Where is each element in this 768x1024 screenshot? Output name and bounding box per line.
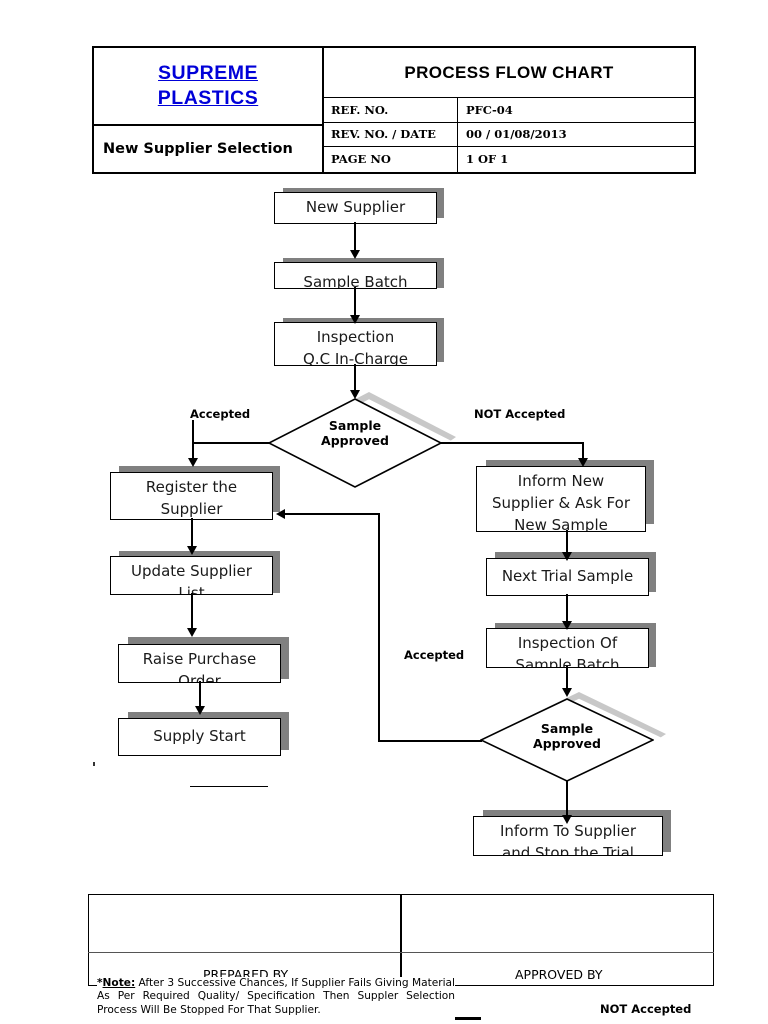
arrowhead-down: [562, 688, 572, 697]
node-label: Sample Batch: [303, 273, 408, 289]
arrowhead-down: [195, 706, 205, 715]
decision2-label: Sample Approved: [533, 721, 601, 751]
footnote-label: Note:: [102, 977, 136, 989]
node-label: Inform New Supplier & Ask For New Sample: [491, 472, 630, 532]
arrowhead-left: [276, 509, 285, 519]
connector-loop-horizontal: [282, 513, 379, 515]
header-right-column: PROCESS FLOW CHART REF. NO. PFC-04 REV. …: [324, 48, 694, 172]
signoff-horizontal-rule: [88, 952, 714, 954]
stray-rule-bottom: [455, 1017, 481, 1020]
header-value-rev-no: 00 / 01/08/2013: [458, 123, 694, 147]
document-name-text: New Supplier Selection: [103, 141, 293, 157]
header-key-page-no: PAGE NO: [324, 147, 458, 172]
connector-decision2-down: [566, 780, 568, 820]
company-name-line1: SUPREME: [158, 62, 258, 84]
header-value-page-no: 1 OF 1: [458, 147, 694, 172]
header-row-rev-no: REV. NO. / DATE 00 / 01/08/2013: [324, 122, 694, 147]
node-box-next-trial-sample: Next Trial Sample: [486, 558, 649, 596]
page-title: PROCESS FLOW CHART: [404, 62, 614, 82]
arrowhead-down: [578, 458, 588, 467]
arrowhead-down: [562, 552, 572, 561]
arrowhead-down: [350, 390, 360, 399]
connector-new-supplier-to-sample-batch: [354, 222, 356, 252]
node-label: Register the Supplier: [145, 478, 238, 518]
node-label: Update Supplier List: [131, 562, 252, 595]
node-box-supply-start: Supply Start: [118, 718, 281, 756]
footnote-body: After 3 Successive Chances, If Supplier …: [97, 977, 455, 1016]
node-label: Inspection Q.C In-Charge: [303, 328, 408, 366]
header-value-ref-no: PFC-04: [458, 98, 694, 122]
node-label: Supply Start: [153, 727, 246, 745]
connector-decision1-left-down: [192, 420, 194, 464]
edge-label-accepted-left: Accepted: [190, 407, 251, 421]
node-label: Inform To Supplier and Stop the Trial: [499, 822, 637, 856]
stray-mark: [93, 762, 95, 766]
connector-update-to-purchase: [191, 593, 193, 631]
node-label: New Supplier: [305, 198, 406, 216]
stray-rule: [190, 786, 268, 788]
connector-register-to-update: [191, 518, 193, 548]
node-box-new-supplier: New Supplier: [274, 192, 437, 224]
edge-label-accepted-loop: Accepted: [404, 648, 465, 662]
connector-inform-to-next-trial: [566, 530, 568, 556]
arrowhead-down: [562, 621, 572, 630]
company-name-line2: PLASTICS: [157, 87, 259, 109]
arrowhead-down: [187, 546, 197, 555]
connector-inspection-to-decision2: [566, 666, 568, 692]
page-no-label: PAGE NO: [331, 152, 391, 167]
edge-label-not-accepted-bottom: NOT Accepted: [600, 1002, 692, 1016]
footnote-block: *Note: After 3 Successive Chances, If Su…: [97, 977, 455, 1018]
edge-label-not-accepted-right: NOT Accepted: [474, 407, 566, 421]
node-box-inspection-sample-batch: Inspection Of Sample Batch: [486, 628, 649, 668]
connector-decision2-left: [378, 740, 482, 742]
header-row-ref-no: REF. NO. PFC-04: [324, 98, 694, 123]
connector-next-trial-to-inspection: [566, 594, 568, 624]
arrowhead-down: [350, 250, 360, 259]
connector-decision1-right: [440, 442, 583, 444]
document-header-table: SUPREME PLASTICS New Supplier Selection …: [92, 46, 696, 174]
ref-no-value: PFC-04: [466, 102, 513, 117]
ref-no-label: REF. NO.: [331, 102, 389, 117]
diamond-shape: [267, 398, 443, 488]
connector-loop-vertical: [378, 513, 380, 741]
footnote-text: *Note: After 3 Successive Chances, If Su…: [97, 977, 455, 1017]
node-label: Inspection Of Sample Batch: [515, 634, 620, 668]
arrowhead-down: [187, 628, 197, 637]
node-box-update-supplier-list: Update Supplier List: [110, 556, 273, 595]
arrowhead-down: [188, 458, 198, 467]
node-box-raise-purchase-order: Raise Purchase Order: [118, 644, 281, 683]
connector-purchase-to-supply: [199, 681, 201, 709]
connector-decision1-right-down: [582, 442, 584, 464]
node-box-inspection-qc: Inspection Q.C In-Charge: [274, 322, 437, 366]
node-label: Next Trial Sample: [501, 567, 634, 585]
node-box-sample-batch: Sample Batch: [274, 262, 437, 289]
arrowhead-down: [562, 815, 572, 824]
header-row-page-no: PAGE NO 1 OF 1: [324, 147, 694, 172]
rev-no-label: REV. NO. / DATE: [331, 127, 436, 142]
signoff-column-divider: [400, 894, 402, 992]
header-title-cell: PROCESS FLOW CHART: [324, 48, 694, 98]
document-name-cell: New Supplier Selection: [94, 126, 324, 172]
node-label: Raise Purchase Order: [142, 650, 257, 683]
node-box-register-supplier: Register the Supplier: [110, 472, 273, 520]
company-logo-cell: SUPREME PLASTICS: [94, 48, 324, 126]
footnote-marker: *: [97, 977, 103, 989]
connector-sample-batch-to-inspection: [354, 287, 356, 317]
page-no-value: 1 OF 1: [466, 152, 509, 167]
connector-inspection-to-decision1: [354, 364, 356, 394]
node-box-inform-new-supplier: Inform New Supplier & Ask For New Sample: [476, 466, 646, 532]
header-left-column: SUPREME PLASTICS New Supplier Selection: [94, 48, 324, 172]
connector-decision1-left: [192, 442, 270, 444]
arrowhead-down: [350, 315, 360, 324]
header-key-rev-no: REV. NO. / DATE: [324, 122, 458, 146]
decision-sample-approved-1: [267, 398, 443, 488]
decision1-label: Sample Approved: [321, 418, 389, 448]
header-key-ref-no: REF. NO.: [324, 98, 458, 122]
rev-no-value: 00 / 01/08/2013: [466, 127, 567, 142]
approved-by-label: APPROVED BY: [515, 967, 603, 982]
